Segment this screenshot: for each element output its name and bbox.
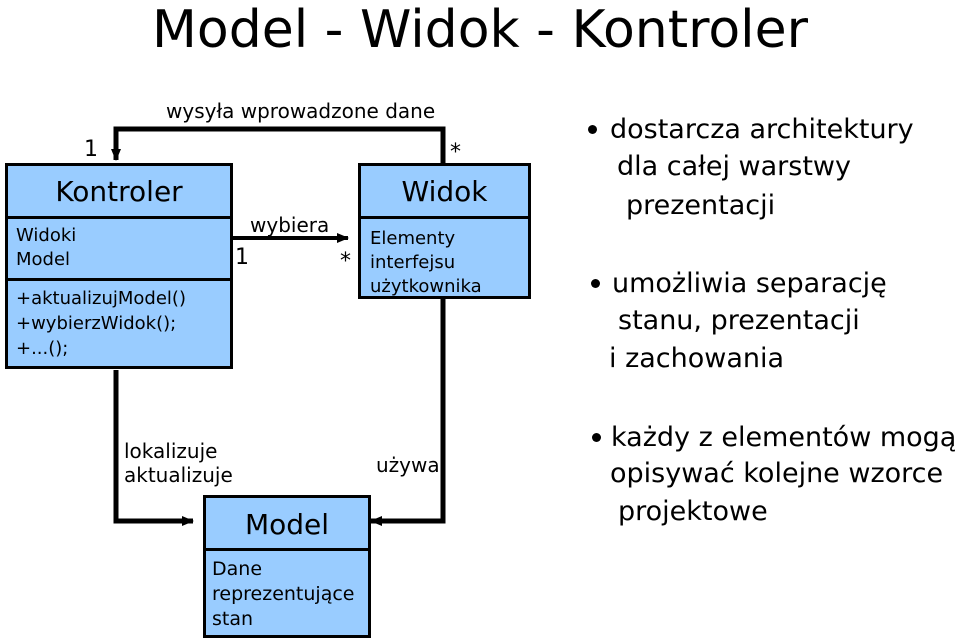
model-class-box: Model Dane reprezentujące stan xyxy=(203,495,371,638)
updates-connector xyxy=(113,370,194,526)
widok-attribute: Elementy xyxy=(370,228,456,249)
model-attribute: stan xyxy=(212,608,254,630)
bullet-text: umożliwia separację xyxy=(612,268,887,299)
kontroler-operation: +aktualizujModel() xyxy=(16,288,186,309)
kontroler-class-name: Kontroler xyxy=(55,175,183,208)
bullet-text: dla całej warstwy xyxy=(617,151,851,182)
bullet-text: każdy z elementów mogą xyxy=(611,422,957,453)
uses-label: używa xyxy=(376,453,440,477)
multiplicity-kontroler-right: 1 xyxy=(235,245,249,270)
bullet-text: projektowe xyxy=(618,496,768,527)
bullet-text: opisywać kolejne wzorce xyxy=(610,458,944,489)
uses-connector xyxy=(370,299,446,526)
model-class-name: Model xyxy=(244,508,330,541)
bullet-text: stanu, prezentacji xyxy=(618,305,860,336)
widok-attribute: użytkownika xyxy=(370,276,482,297)
bullet-dot xyxy=(591,279,600,288)
multiplicity-widok-left: * xyxy=(340,249,351,274)
kontroler-attribute-divider xyxy=(8,278,230,281)
updates-label: aktualizuje xyxy=(124,463,233,487)
widok-class-name: Widok xyxy=(401,175,488,208)
page-title: Model - Widok - Kontroler xyxy=(152,0,808,60)
kontroler-operation: +...(); xyxy=(16,338,69,359)
multiplicity-kontroler-top: 1 xyxy=(84,137,98,162)
widok-attribute: interfejsu xyxy=(370,252,456,273)
chooses-label: wybiera xyxy=(250,213,330,237)
bullet-text: prezentacji xyxy=(626,190,776,221)
multiplicity-widok-top: * xyxy=(450,140,461,165)
sends-label: wysyła wprowadzone dane xyxy=(166,99,436,123)
locates-label: lokalizuje xyxy=(124,439,218,463)
kontroler-attribute: Widoki xyxy=(16,225,77,246)
bullet-dot xyxy=(588,125,597,134)
model-attribute: reprezentujące xyxy=(212,583,355,605)
kontroler-class-box: Kontroler Widoki Model +aktualizujModel(… xyxy=(5,163,233,369)
widok-name-divider xyxy=(361,216,528,219)
bullet-text: dostarcza architektury xyxy=(610,114,914,145)
model-attribute: Dane xyxy=(212,558,263,580)
kontroler-name-divider xyxy=(8,216,230,219)
bullet-dot xyxy=(592,433,601,442)
kontroler-attribute: Model xyxy=(16,249,71,270)
bullet-text: i zachowania xyxy=(609,343,785,374)
kontroler-operation: +wybierzWidok(); xyxy=(16,313,177,334)
sends-connector xyxy=(111,126,446,166)
model-name-divider xyxy=(206,548,368,551)
widok-class-box: Widok Elementy interfejsu użytkownika xyxy=(358,163,531,299)
